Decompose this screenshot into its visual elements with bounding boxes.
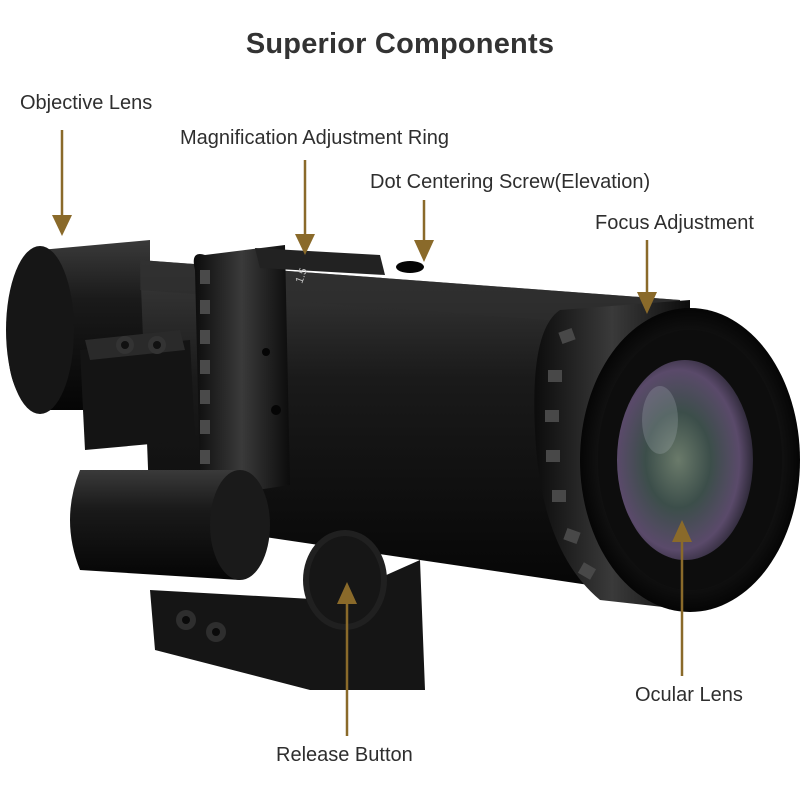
label-objective-lens: Objective Lens: [20, 92, 153, 114]
arrow-head-dot-centering-screw: [414, 240, 434, 262]
label-focus-adjustment: Focus Adjustment: [595, 212, 754, 234]
arrow-head-ocular-lens: [672, 520, 692, 542]
arrow-head-release-button: [337, 582, 357, 604]
ocular-lens-glass: [617, 360, 753, 560]
release-button: [303, 530, 387, 630]
dot-centering-screw: [396, 261, 424, 273]
arrow-head-objective-lens: [52, 215, 72, 236]
side-screw: [271, 405, 281, 415]
scale-mark: 1.5: [294, 267, 311, 285]
label-release-button: Release Button: [276, 744, 413, 766]
magnification-ring: [193, 245, 385, 496]
page-title: Superior Components: [245, 28, 555, 60]
ocular-eyepiece: [580, 308, 800, 612]
pointer-arrows: [52, 130, 692, 736]
arrow-head-focus-adjustment: [637, 292, 657, 314]
label-magnification-ring: Magnification Adjustment Ring: [180, 127, 450, 149]
label-ocular-lens: Ocular Lens: [635, 684, 743, 706]
side-screw: [262, 348, 270, 356]
label-dot-centering-screw: Dot Centering Screw(Elevation): [370, 171, 651, 193]
arrow-head-magnification-ring: [295, 234, 315, 255]
